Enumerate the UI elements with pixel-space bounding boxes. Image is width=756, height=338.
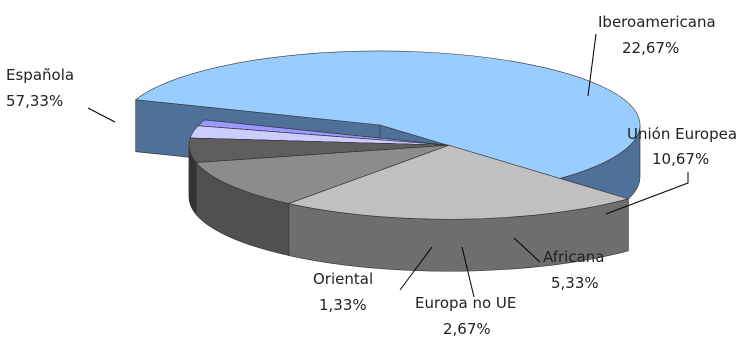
leader-line-africana bbox=[513, 237, 541, 263]
slice-top-union-europea bbox=[195, 144, 450, 204]
leader-line-iberoamericana bbox=[587, 33, 597, 97]
slice-value-label-europa-no-ue: 2,67% bbox=[443, 320, 491, 338]
leader-lines bbox=[87, 33, 689, 298]
slice-value-label-union-europea: 10,67% bbox=[652, 150, 709, 168]
leader-line-espanola bbox=[87, 107, 116, 123]
slice-top-espanola bbox=[134, 50, 641, 179]
slice-value-label-oriental: 1,33% bbox=[319, 296, 367, 314]
slice-value-label-africana: 5,33% bbox=[551, 274, 599, 292]
leader-line-union-europea bbox=[605, 172, 689, 215]
leader-line-oriental bbox=[399, 246, 433, 291]
slice-value-label-iberoamericana: 22,67% bbox=[622, 39, 679, 57]
slice-name-label-union-europea: Unión Europea bbox=[627, 125, 737, 143]
slice-name-label-africana: Africana bbox=[543, 248, 604, 266]
slice-value-label-espanola: 57,33% bbox=[6, 92, 63, 110]
slice-name-label-oriental: Oriental bbox=[313, 270, 373, 288]
slice-name-label-europa-no-ue: Europa no UE bbox=[415, 294, 516, 312]
leader-line-europa-no-ue bbox=[461, 246, 475, 298]
slice-iberoamericana bbox=[287, 144, 630, 272]
pie-slices bbox=[134, 50, 641, 272]
slice-name-label-iberoamericana: Iberoamericana bbox=[598, 13, 716, 31]
slice-name-label-espanola: Española bbox=[6, 66, 74, 84]
slice-top-iberoamericana bbox=[287, 144, 630, 220]
slice-labels: Española 57,33% Iberoamericana 22,67% Un… bbox=[6, 13, 737, 338]
